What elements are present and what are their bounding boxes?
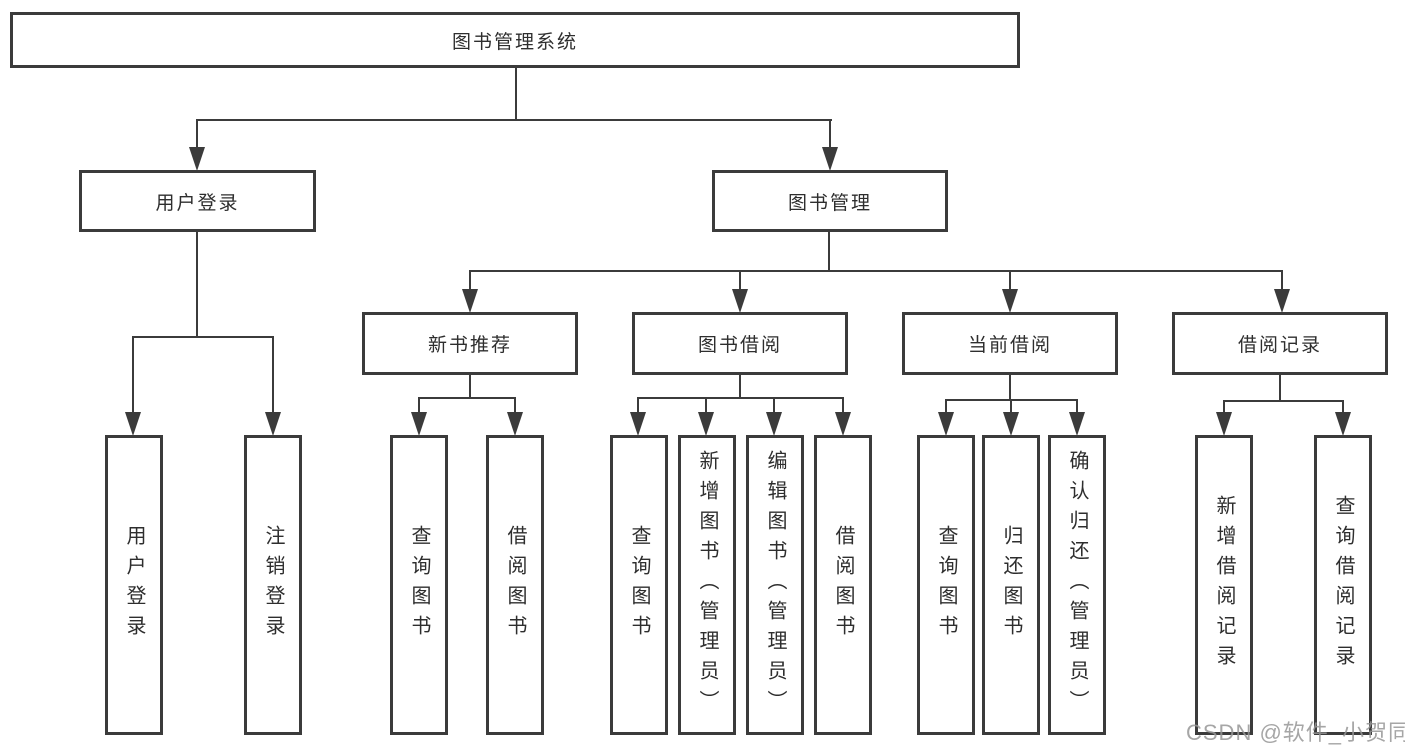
- arrow-down-icon: [189, 147, 205, 171]
- arrow-down-icon: [822, 147, 838, 171]
- node-query-borrow-record: 查询借阅记录: [1314, 435, 1372, 735]
- node-borrow-books-action: 借阅图书: [814, 435, 872, 735]
- node-label: 图书管理系统: [451, 31, 578, 53]
- arrow-down-icon: [938, 412, 954, 436]
- connector-line: [1076, 399, 1078, 419]
- node-book-management: 图书管理: [712, 170, 948, 232]
- connector-line: [418, 397, 420, 419]
- node-edit-book-admin: 编辑图书（管理员）: [746, 435, 804, 735]
- node-book-borrowing: 图书借阅: [632, 312, 848, 375]
- connector-line: [637, 397, 844, 399]
- arrow-down-icon: [1335, 412, 1351, 436]
- arrow-down-icon: [1069, 412, 1085, 436]
- node-query-books-borrow: 查询图书: [610, 435, 668, 735]
- connector-line: [1009, 375, 1011, 401]
- node-label: 查询图书: [935, 525, 957, 645]
- node-user-login: 用户登录: [79, 170, 316, 232]
- connector-line: [1223, 400, 1225, 418]
- node-label: 用户登录: [123, 525, 145, 645]
- arrow-down-icon: [732, 289, 748, 313]
- node-label: 借阅图书: [832, 525, 854, 645]
- node-label: 编辑图书（管理员）: [764, 450, 786, 720]
- connector-line: [705, 397, 707, 419]
- connector-line: [132, 336, 274, 338]
- node-label: 查询借阅记录: [1332, 495, 1354, 675]
- arrow-down-icon: [507, 412, 523, 436]
- connector-line: [418, 397, 516, 399]
- connector-line: [272, 336, 274, 416]
- node-new-book-recommendation: 新书推荐: [362, 312, 578, 375]
- connector-line: [196, 232, 198, 337]
- node-library-management-system: 图书管理系统: [10, 12, 1020, 68]
- node-current-borrowing: 当前借阅: [902, 312, 1118, 375]
- arrow-down-icon: [766, 412, 782, 436]
- node-label: 确认归还（管理员）: [1066, 450, 1088, 720]
- connector-line: [196, 119, 832, 121]
- arrow-down-icon: [835, 412, 851, 436]
- node-label: 图书借阅: [697, 335, 782, 356]
- node-label: 借阅记录: [1237, 335, 1322, 356]
- node-return-books: 归还图书: [982, 435, 1040, 735]
- connector-line: [469, 375, 471, 399]
- arrow-down-icon: [1274, 289, 1290, 313]
- node-logout-action: 注销登录: [244, 435, 302, 735]
- connector-line: [515, 68, 517, 120]
- arrow-down-icon: [265, 412, 281, 436]
- connector-line: [196, 119, 198, 159]
- arrow-down-icon: [1002, 289, 1018, 313]
- node-borrowing-records: 借阅记录: [1172, 312, 1388, 375]
- connector-line: [829, 119, 831, 159]
- arrow-down-icon: [411, 412, 427, 436]
- connector-line: [1010, 399, 1012, 419]
- node-add-book-admin: 新增图书（管理员）: [678, 435, 736, 735]
- connector-line: [1342, 400, 1344, 418]
- connector-line: [1281, 270, 1283, 298]
- connector-line: [514, 397, 516, 419]
- arrow-down-icon: [698, 412, 714, 436]
- node-query-books-recommend: 查询图书: [390, 435, 448, 735]
- node-borrow-books-recommend: 借阅图书: [486, 435, 544, 735]
- node-label: 归还图书: [1000, 525, 1022, 645]
- node-label: 新增图书（管理员）: [696, 450, 718, 720]
- arrow-down-icon: [125, 412, 141, 436]
- connector-line: [739, 270, 741, 298]
- connector-line: [469, 270, 471, 298]
- arrow-down-icon: [1216, 412, 1232, 436]
- connector-line: [945, 399, 947, 419]
- connector-line: [132, 336, 134, 416]
- csdn-watermark: CSDN @软件_小贺同学: [1186, 720, 1405, 745]
- connector-line: [1009, 270, 1011, 298]
- node-label: 新书推荐: [427, 335, 512, 356]
- connector-line: [739, 375, 741, 399]
- arrow-down-icon: [630, 412, 646, 436]
- node-label: 图书管理: [787, 192, 872, 214]
- node-label: 查询图书: [408, 525, 430, 645]
- connector-line: [1279, 375, 1281, 402]
- node-label: 注销登录: [262, 525, 284, 645]
- node-label: 当前借阅: [967, 335, 1052, 356]
- connector-line: [1223, 400, 1344, 402]
- node-label: 新增借阅记录: [1213, 495, 1235, 675]
- connector-line: [842, 397, 844, 419]
- node-add-borrow-record: 新增借阅记录: [1195, 435, 1253, 735]
- connector-line: [828, 232, 830, 272]
- node-confirm-return-admin: 确认归还（管理员）: [1048, 435, 1106, 735]
- node-query-books-current: 查询图书: [917, 435, 975, 735]
- node-user-login-action: 用户登录: [105, 435, 163, 735]
- node-label: 借阅图书: [504, 525, 526, 645]
- connector-line: [637, 397, 639, 419]
- node-label: 用户登录: [155, 192, 240, 214]
- connector-line: [773, 397, 775, 419]
- connector-line: [469, 270, 1283, 272]
- arrow-down-icon: [462, 289, 478, 313]
- arrow-down-icon: [1003, 412, 1019, 436]
- node-label: 查询图书: [628, 525, 650, 645]
